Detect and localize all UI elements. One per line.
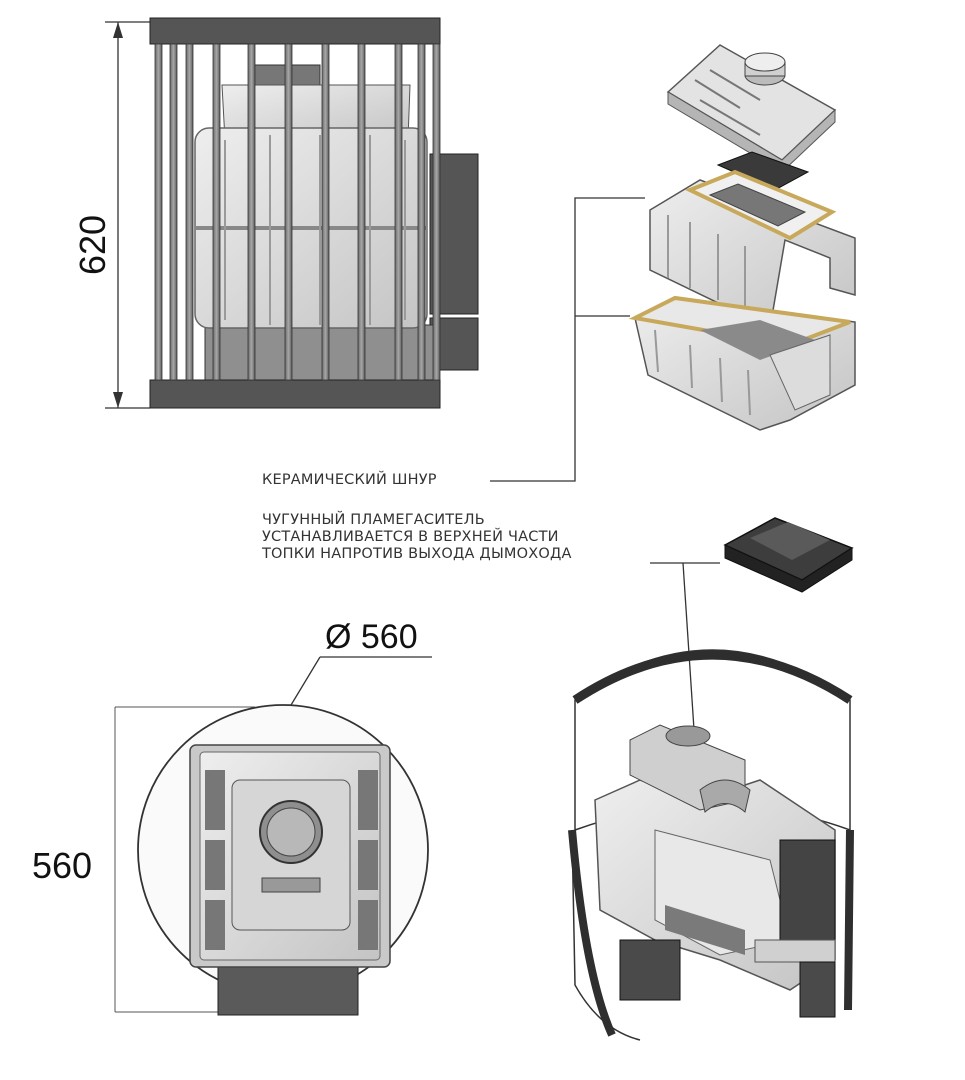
front-view: 620 bbox=[72, 17, 479, 409]
flame-arrester-part bbox=[723, 517, 854, 593]
diameter-leader bbox=[287, 656, 432, 711]
ceramic-cord-leader bbox=[490, 197, 645, 482]
flame-arrester-line-3: ТОПКИ НАПРОТИВ ВЫХОДА ДЫМОХОДА bbox=[262, 546, 572, 562]
assembled-stove bbox=[568, 645, 854, 1041]
depth-dimension: 560 bbox=[32, 845, 92, 886]
diameter-dimension: Ø 560 bbox=[325, 618, 418, 656]
height-dimension-line bbox=[105, 21, 150, 409]
ceramic-cord-label: КЕРАМИЧЕСКИЙ ШНУР bbox=[262, 472, 437, 488]
flame-arrester-note: ЧУГУННЫЙ ПЛАМЕГАСИТЕЛЬ УСТАНАВЛИВАЕТСЯ В… bbox=[262, 512, 572, 563]
flame-arrester-line-2: УСТАНАВЛИВАЕТСЯ В ВЕРХНЕЙ ЧАСТИ bbox=[262, 529, 559, 545]
flame-arrester-line-1: ЧУГУННЫЙ ПЛАМЕГАСИТЕЛЬ bbox=[262, 512, 485, 528]
top-view bbox=[114, 656, 432, 1016]
depth-dimension-line bbox=[114, 706, 255, 1013]
height-dimension: 620 bbox=[72, 215, 113, 275]
exploded-firebox bbox=[628, 44, 856, 431]
